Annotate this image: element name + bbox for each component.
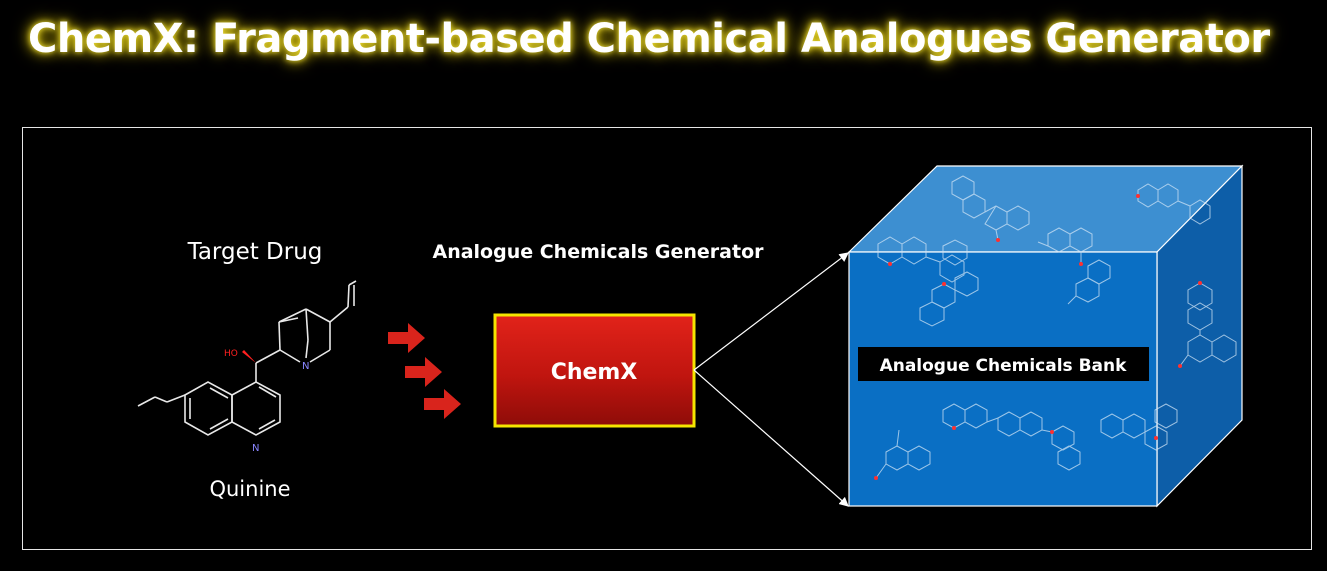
connector-arrow-top (693, 252, 849, 371)
red-right-arrow-icon (388, 323, 425, 353)
cage-nitrogen-label: N (302, 361, 309, 372)
diagram-frame (22, 127, 1312, 550)
red-right-arrow-icon (405, 357, 442, 387)
hydroxyl-atom-label: HO (224, 349, 238, 359)
atom-markers (874, 194, 1202, 480)
chemx-box-label: ChemX (551, 360, 638, 385)
page-title: ChemX: Fragment-based Chemical Analogues… (28, 16, 1270, 62)
ring-nitrogen-label: N (252, 443, 259, 454)
generator-label: Analogue Chemicals Generator (432, 241, 764, 263)
target-drug-label: Target Drug (187, 239, 323, 265)
red-right-arrow-icon (424, 389, 461, 419)
analogue-molecule-structures (875, 175, 1237, 479)
bank-label: Analogue Chemicals Bank (880, 356, 1128, 376)
connector-arrow-bottom (693, 369, 849, 507)
bank-label-box (858, 347, 1149, 381)
molecule-name-label: Quinine (209, 477, 290, 501)
stereo-wedge-icon (242, 350, 256, 363)
quinine-molecule (137, 280, 357, 436)
